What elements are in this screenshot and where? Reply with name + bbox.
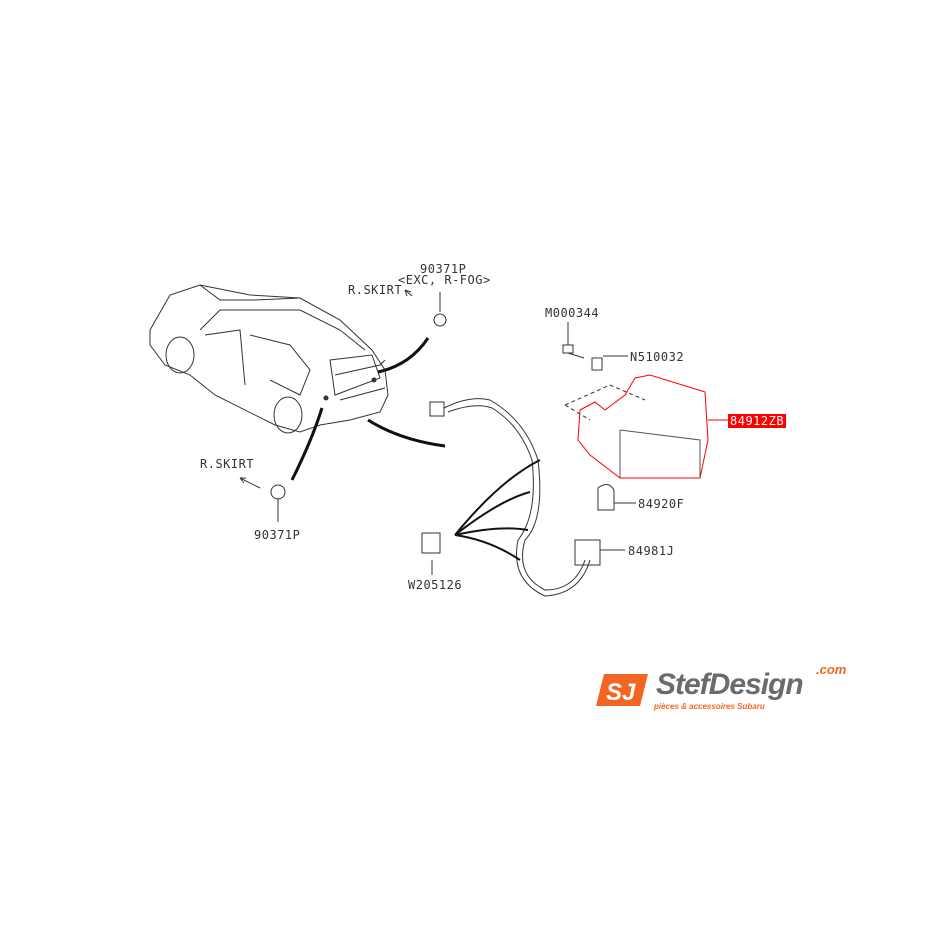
bolt-icon [562, 344, 585, 359]
label-clip-lower: 90371P [254, 528, 301, 542]
logo-name: StefDesign [656, 668, 804, 701]
connector-icon [421, 532, 441, 554]
label-socket: 84981J [628, 544, 675, 558]
label-clip-upper-note: <EXC, R-FOG> [398, 273, 491, 287]
logo-domain: .com [816, 662, 847, 677]
socket-icon [574, 539, 601, 566]
svg-text:SJ: SJ [606, 679, 636, 706]
label-clip-upper: 90371P [420, 262, 467, 276]
bulb-icon [597, 484, 615, 511]
car-illustration [149, 284, 389, 434]
harness-plug-icon [429, 401, 445, 417]
label-nut: N510032 [630, 350, 685, 364]
label-connector: W205126 [408, 578, 463, 592]
clip-upper-icon [433, 313, 447, 327]
label-fog-lamp-highlighted[interactable]: 84912ZB [728, 414, 787, 428]
logo-mark: SJ [596, 674, 648, 706]
label-bulb: 84920F [638, 497, 685, 511]
label-bolt: M000344 [545, 306, 600, 320]
label-r-skirt-upper: R.SKIRT [348, 283, 403, 297]
fog-lamp-icon [577, 374, 709, 479]
clip-lower-icon [270, 484, 286, 500]
nut-icon [591, 357, 603, 371]
logo-tagline: pièces & accessoires Subaru [654, 702, 765, 711]
label-r-skirt-lower: R.SKIRT [200, 457, 255, 471]
leader-lines [290, 337, 446, 481]
stefdesign-logo: StefDesign .com pièces & accessoires Sub… [598, 662, 858, 716]
